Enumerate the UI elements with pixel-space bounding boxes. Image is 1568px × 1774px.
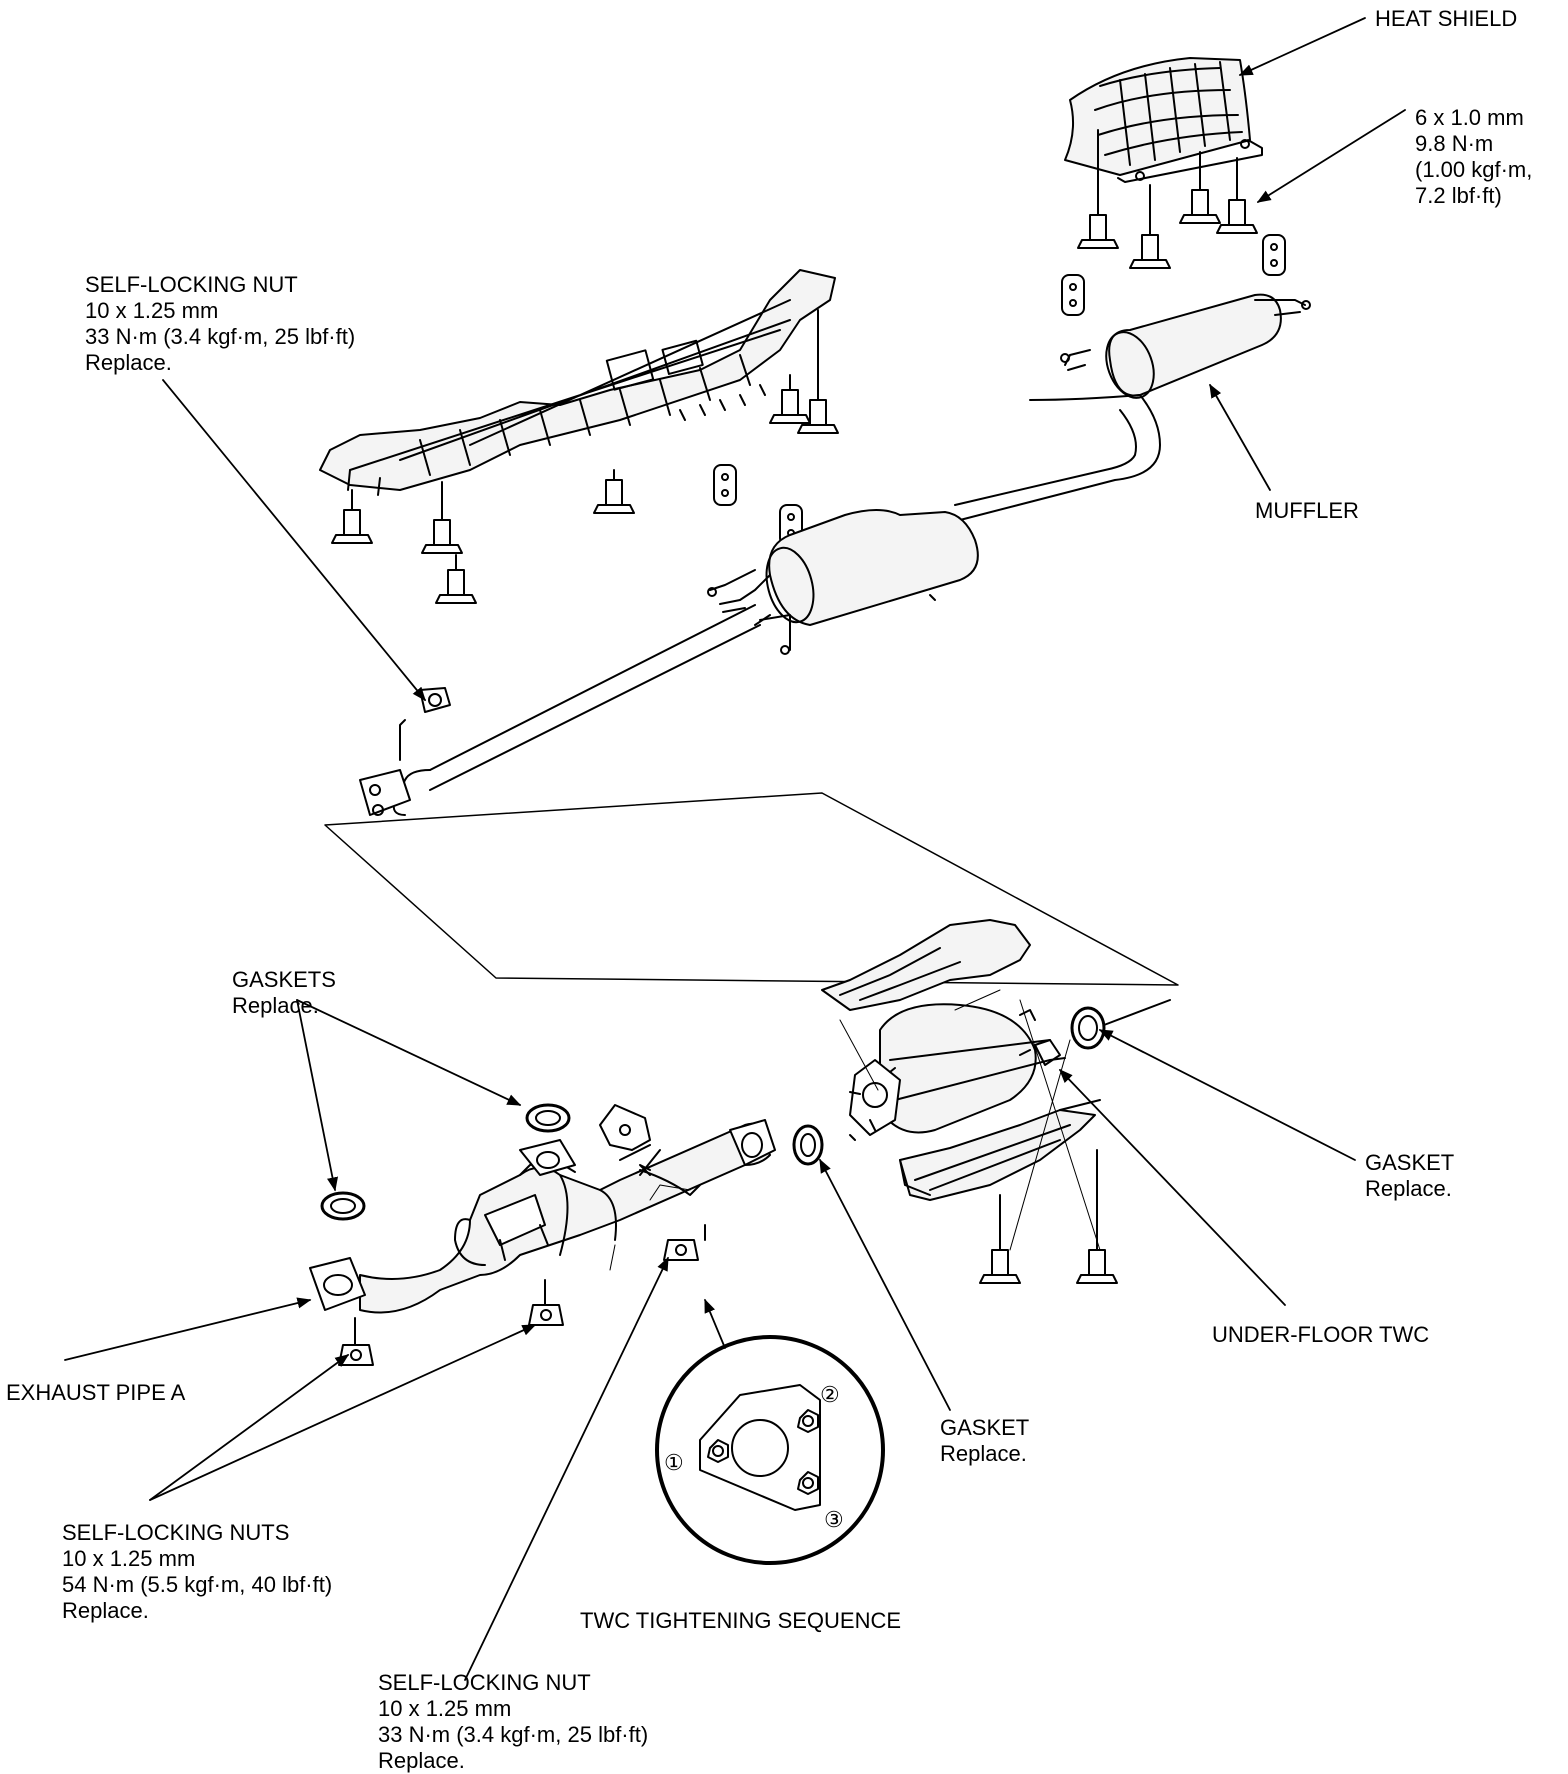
label-line: GASKETS bbox=[232, 967, 336, 992]
label-line: SELF-LOCKING NUT bbox=[85, 272, 298, 297]
twc-bolts bbox=[849, 1049, 1118, 1284]
label-line: GASKET bbox=[940, 1415, 1030, 1440]
label-line: 33 N·m (3.4 kgf·m, 25 lbf·ft) bbox=[85, 324, 356, 349]
label-line: 10 x 1.25 mm bbox=[378, 1696, 512, 1721]
rear-heat-shield bbox=[1064, 57, 1263, 183]
pipe-bracket bbox=[599, 1104, 701, 1196]
label-line: Replace. bbox=[940, 1441, 1027, 1466]
label-line: SELF-LOCKING NUTS bbox=[62, 1520, 290, 1545]
leader-lines bbox=[64, 17, 1406, 1681]
label-twc-tightening-sequence: TWC TIGHTENING SEQUENCE bbox=[580, 1608, 901, 1634]
gaskets-left bbox=[320, 1103, 571, 1221]
label-line: GASKET bbox=[1365, 1150, 1455, 1175]
label-muffler: MUFFLER bbox=[1255, 498, 1359, 524]
label-line: UNDER-FLOOR TWC bbox=[1212, 1322, 1430, 1347]
label-line: HEAT SHIELD bbox=[1375, 6, 1518, 31]
under-floor-twc bbox=[821, 919, 1101, 1201]
sequence-number-2: ② bbox=[820, 1383, 840, 1408]
label-line: 10 x 1.25 mm bbox=[62, 1546, 196, 1571]
label-line: SELF-LOCKING NUT bbox=[378, 1670, 591, 1695]
muffler bbox=[1060, 293, 1311, 399]
label-line: EXHAUST PIPE A bbox=[6, 1380, 186, 1405]
label-line: TWC TIGHTENING SEQUENCE bbox=[580, 1608, 902, 1633]
label-line: MUFFLER bbox=[1255, 498, 1359, 523]
label-line: Replace. bbox=[85, 350, 172, 375]
label-line: Replace. bbox=[62, 1598, 149, 1623]
label-line: (1.00 kgf·m, bbox=[1415, 157, 1533, 182]
exhaust-pipe-a bbox=[309, 1119, 776, 1314]
label-line: Replace. bbox=[378, 1748, 465, 1773]
gasket-right bbox=[1070, 999, 1171, 1050]
label-line: Replace. bbox=[232, 993, 319, 1018]
label-line: 7.2 lbf·ft) bbox=[1415, 183, 1502, 208]
center-heat-shield bbox=[319, 269, 836, 496]
sequence-number-1: ① bbox=[664, 1451, 684, 1476]
twc-sequence-inset bbox=[655, 1335, 885, 1565]
label-exhaust-pipe-a: EXHAUST PIPE A bbox=[6, 1380, 185, 1406]
label-line: 54 N·m (5.5 kgf·m, 40 lbf·ft) bbox=[62, 1572, 333, 1597]
sequence-numbers: ① ② ③ bbox=[664, 1383, 844, 1533]
label-heat-shield: HEAT SHIELD bbox=[1375, 6, 1517, 32]
label-line: 6 x 1.0 mm bbox=[1415, 105, 1524, 130]
heat-shield-bolts bbox=[1077, 129, 1258, 269]
center-shield-bolts bbox=[331, 309, 839, 604]
alignment-lines bbox=[609, 989, 1101, 1271]
label-line: Replace. bbox=[1365, 1176, 1452, 1201]
label-line: 9.8 N·m bbox=[1415, 131, 1494, 156]
gasket-center bbox=[792, 1124, 824, 1166]
sequence-number-3: ③ bbox=[824, 1508, 844, 1533]
label-under-floor-twc: UNDER-FLOOR TWC bbox=[1212, 1322, 1429, 1348]
self-locking-nut-top bbox=[399, 687, 451, 761]
center-pipe bbox=[359, 394, 1161, 816]
label-line: 33 N·m (3.4 kgf·m, 25 lbf·ft) bbox=[378, 1722, 649, 1747]
label-line: 10 x 1.25 mm bbox=[85, 298, 219, 323]
assembly-outline bbox=[324, 792, 1179, 986]
